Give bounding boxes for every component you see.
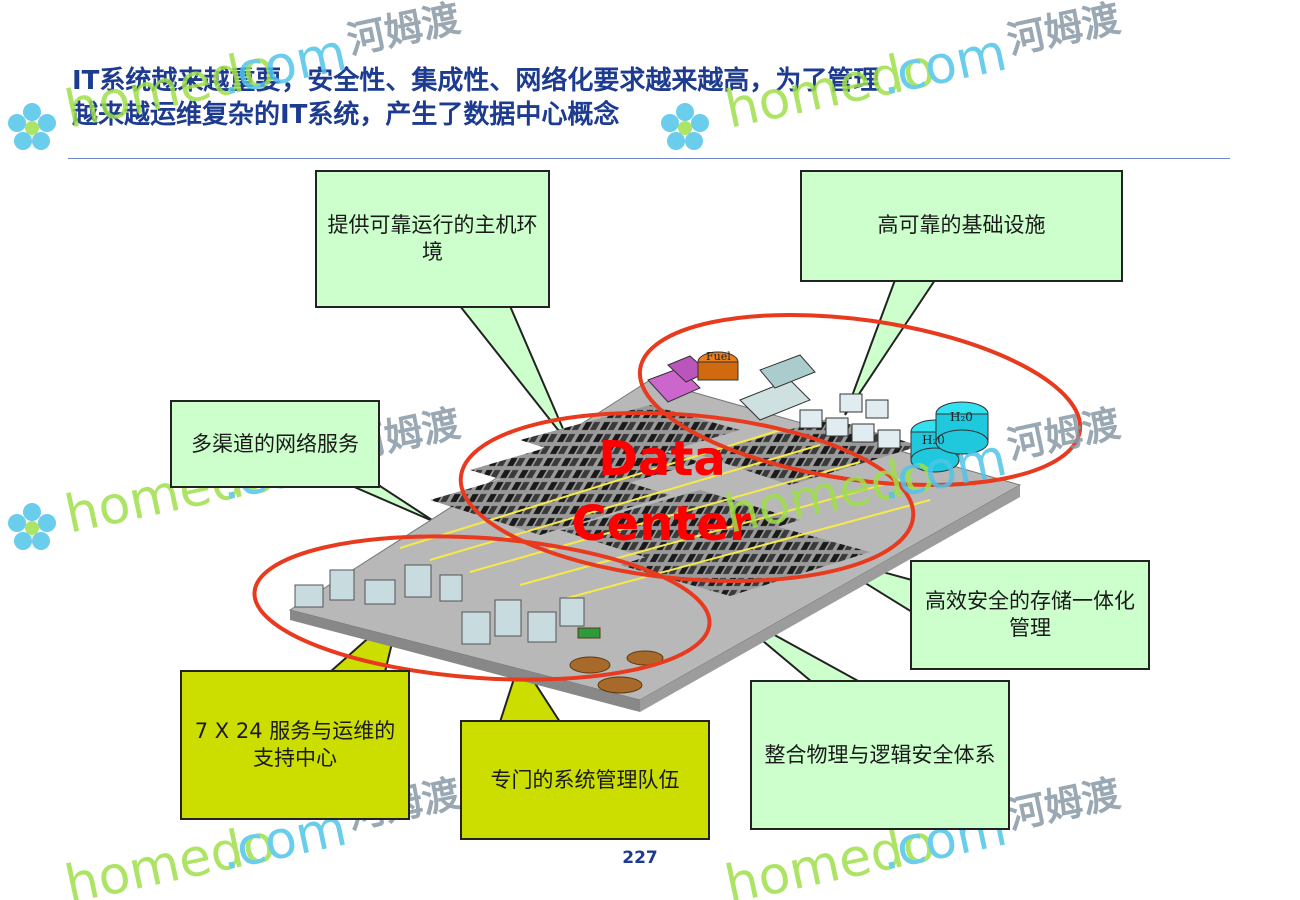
callout-storage-text: 高效安全的存储一体化管理 — [925, 589, 1135, 640]
pointer-host-env — [457, 305, 571, 446]
center-label-line-1: Data — [598, 431, 726, 487]
water-label-2: H₂0 — [922, 433, 945, 447]
callout-security-system: 整合物理与逻辑安全体系 — [750, 680, 1010, 830]
callout-support-center-text: 7 X 24 服务与运维的支持中心 — [194, 719, 396, 770]
water-label-1: H₂0 — [950, 410, 973, 424]
zone-ellipses — [252, 312, 1083, 682]
watermark-2: homedo .com 河姆渡 — [720, 0, 1124, 141]
callout-infrastructure: 高可靠的基础设施 — [800, 170, 1123, 282]
cable-lines — [399, 429, 931, 601]
title-line-1: IT系统越来越重要，安全性、集成性、网络化要求越来越高，为了管理 — [72, 66, 880, 96]
pointer-network — [351, 485, 436, 523]
datacenter-floor: Fuel H₂0 H₂0 — [288, 350, 1022, 712]
callout-security-system-text: 整合物理与逻辑安全体系 — [764, 742, 996, 767]
fuel-label: Fuel — [706, 350, 731, 363]
ellipse-infrastructure — [637, 312, 1083, 488]
center-label: Data Center — [571, 431, 752, 552]
callout-host-environment: 提供可靠运行的主机环境 — [315, 170, 550, 308]
slide-title: IT系统越来越重要，安全性、集成性、网络化要求越来越高，为了管理 越来越运维复杂… — [72, 64, 1072, 132]
center-label-line-2: Center — [571, 496, 752, 552]
callout-admin-team-text: 专门的系统管理队伍 — [490, 767, 680, 792]
water-tanks — [910, 401, 989, 473]
floor-edge-front — [290, 610, 640, 712]
office-area — [294, 564, 585, 645]
callout-host-environment-text: 提供可靠运行的主机环境 — [327, 213, 538, 264]
watermark-1: homedo .com 河姆渡 — [60, 0, 464, 141]
ellipse-computing — [458, 410, 916, 584]
callout-network-services-text: 多渠道的网络服务 — [191, 431, 359, 456]
flower-logo-icon — [8, 103, 56, 150]
flower-logo-icon — [8, 503, 56, 550]
callout-admin-team: 专门的系统管理队伍 — [460, 720, 710, 840]
callout-infrastructure-text: 高可靠的基础设施 — [877, 213, 1046, 237]
cooling-units — [799, 393, 901, 449]
flower-logo-icon — [661, 103, 709, 150]
svg-text:河姆渡: 河姆渡 — [1003, 771, 1124, 838]
svg-text:河姆渡: 河姆渡 — [343, 0, 464, 63]
meeting-tables — [569, 627, 664, 694]
ellipse-operations — [252, 534, 712, 682]
floor-edge-right — [640, 485, 1020, 712]
callout-support-center: 7 X 24 服务与运维的支持中心 — [180, 670, 410, 820]
callout-network-services: 多渠道的网络服务 — [170, 400, 380, 488]
callout-storage: 高效安全的存储一体化管理 — [910, 560, 1150, 670]
utility-equipment — [647, 351, 989, 473]
title-divider — [68, 158, 1230, 159]
page-number: 227 — [622, 848, 658, 868]
svg-text:河姆渡: 河姆渡 — [1003, 0, 1124, 63]
svg-text:.com: .com — [215, 23, 352, 108]
title-line-2: 越来越运维复杂的IT系统，产生了数据中心概念 — [72, 100, 620, 130]
svg-text:.com: .com — [875, 23, 1012, 108]
